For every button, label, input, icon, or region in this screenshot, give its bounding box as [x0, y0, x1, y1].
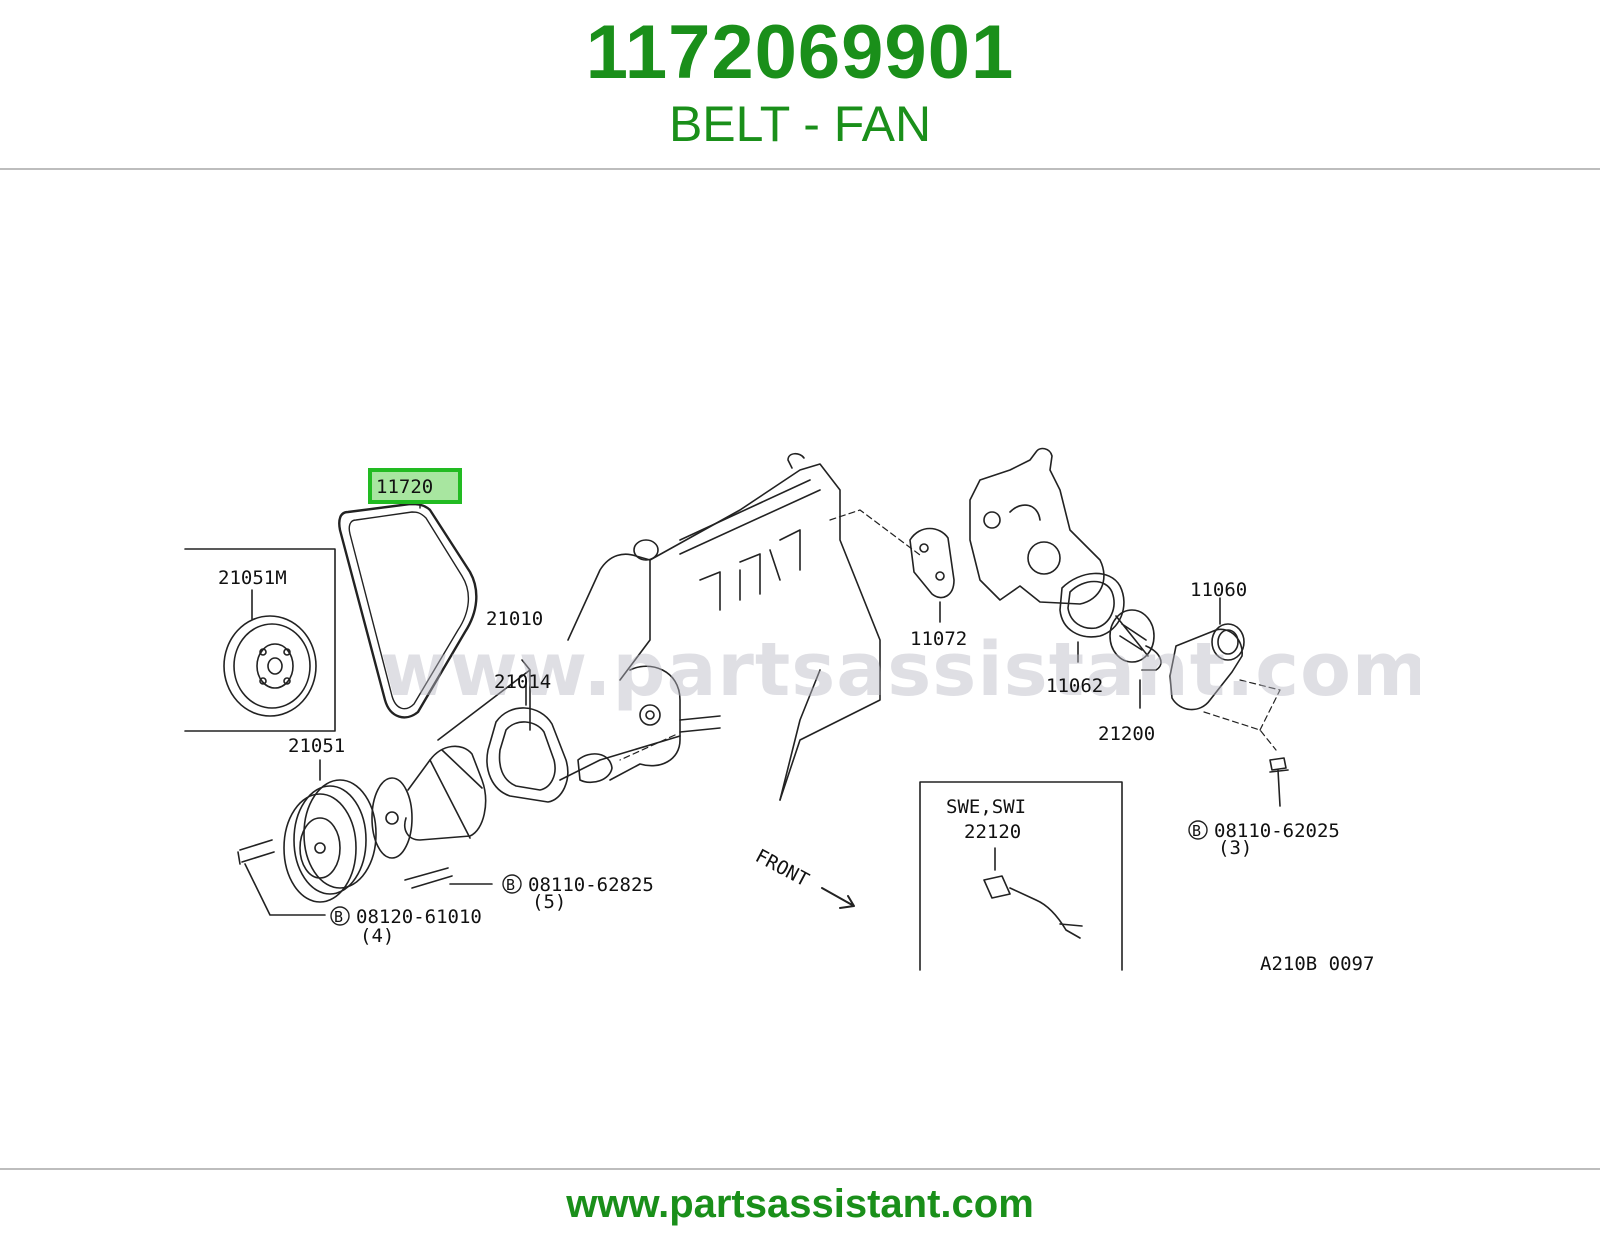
bolt-a-callout: B 08120-61010 (4): [330, 906, 482, 947]
engine-block-drawing: [559, 452, 881, 801]
label-bolt-a-qty: (4): [360, 925, 394, 947]
label-fan-belt: 11720: [376, 476, 433, 498]
label-bolt-c-qty: (3): [1218, 837, 1252, 859]
label-water-pump: 21010: [486, 608, 543, 630]
label-bolt-b-qty: (5): [532, 891, 566, 913]
header-divider: [0, 168, 1600, 170]
inset-pulley-drawing: [223, 589, 317, 717]
label-thermostat: 21200: [1098, 723, 1155, 745]
bolt-c-prefix: B: [1192, 822, 1201, 840]
part-name: BELT - FAN: [668, 96, 932, 152]
guide-lines: [619, 509, 1281, 761]
label-gasket-pump: 21014: [494, 671, 551, 693]
thermostat-housing-drawing: [969, 447, 1105, 605]
inset-frame: [184, 548, 336, 732]
label-pulley: 21051: [288, 735, 345, 757]
front-arrow: [821, 887, 855, 909]
label-gasket-housing: 11072: [910, 628, 967, 650]
page-header: 1172069901 BELT - FAN: [0, 0, 1600, 168]
highlight-box: [368, 468, 462, 504]
figure-code: A210B 0097: [1260, 953, 1374, 975]
bolt-outlet-drawing: [1269, 757, 1289, 807]
sensor-drawing: [983, 847, 1083, 939]
part-number: 1172069901: [585, 10, 1015, 95]
gasket-housing-drawing: [909, 527, 955, 623]
label-bolt-c: 08110-62025: [1214, 820, 1340, 842]
bolt-c-callout: B 08110-62025 (3): [1188, 820, 1340, 859]
sensor-inset-frame: [919, 781, 1123, 971]
water-pump-drawing: [371, 659, 531, 889]
bolt-b-prefix: B: [506, 876, 515, 894]
water-outlet-drawing: [1169, 597, 1245, 711]
pulley-drawing: [237, 759, 377, 916]
thermostat-drawing: [1109, 609, 1162, 709]
label-bolt-a: 08120-61010: [356, 906, 482, 928]
label-gasket-outlet: 11062: [1046, 675, 1103, 697]
footer-divider: [0, 1168, 1600, 1170]
highlighted-part-label[interactable]: 11720: [368, 468, 462, 504]
parts-diagram: www.partsassistant.com 11720 21051M 2101…: [180, 340, 1420, 1010]
diagram-svg: www.partsassistant.com 11720 21051M 2101…: [184, 447, 1420, 975]
watermark: www.partsassistant.com: [380, 627, 1420, 713]
gasket-outlet-drawing: [1059, 572, 1125, 663]
label-outlet: 11060: [1190, 579, 1247, 601]
bolt-a-prefix: B: [334, 908, 343, 926]
label-sensor-variant: SWE,SWI: [946, 796, 1026, 818]
label-front: FRONT: [752, 845, 813, 891]
gasket-pump-drawing: [486, 679, 569, 803]
label-sensor: 22120: [964, 821, 1021, 843]
bolt-b-callout: B 08110-62825 (5): [502, 874, 654, 913]
footer-url[interactable]: www.partsassistant.com: [566, 1182, 1034, 1226]
label-bolt-b: 08110-62825: [528, 874, 654, 896]
label-inset-pulley: 21051M: [218, 567, 287, 589]
